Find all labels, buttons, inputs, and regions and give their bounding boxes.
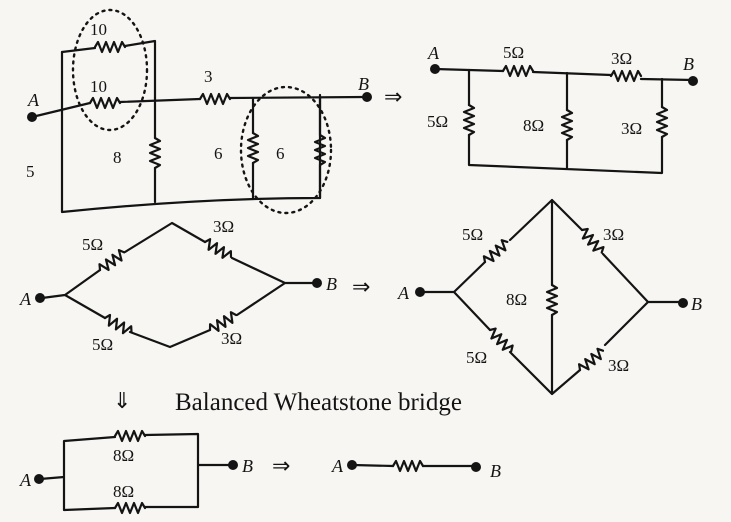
label-r10-top: 10: [90, 20, 107, 39]
node-b-label: B: [683, 54, 694, 74]
label-r8-top: 8Ω: [113, 446, 134, 465]
node-b-dot: [471, 462, 481, 472]
label-upper-right: 3Ω: [213, 217, 234, 236]
label-lower-right: 3Ω: [221, 329, 242, 348]
label-lower-left: 5Ω: [92, 335, 113, 354]
wire: [38, 432, 232, 512]
implies-arrow: ⇒: [272, 454, 290, 479]
resistor-6-left: [246, 131, 260, 165]
resistor-8-bottom: [113, 501, 147, 515]
label-r8: 8: [113, 148, 122, 167]
wire: [228, 95, 367, 100]
node-a-label: A: [19, 289, 32, 309]
node-a-label: A: [427, 43, 440, 63]
resistor-5-left: [462, 103, 476, 137]
step3-diamond-circuit: A B 5Ω 3Ω 5Ω 3Ω: [19, 217, 337, 354]
node-a-label: A: [19, 470, 32, 490]
node-a-label: A: [27, 90, 40, 110]
node-b-dot: [678, 298, 688, 308]
step5-parallel-circuit: A B 8Ω 8Ω: [19, 429, 253, 515]
label-r8-bottom: 8Ω: [113, 482, 134, 501]
resistor-3-right: [655, 105, 669, 139]
label-middle: 8Ω: [506, 290, 527, 309]
label-r3: 3: [204, 67, 213, 86]
label-r5: 5: [26, 162, 35, 181]
step1-original-circuit: A B 10 10 3 8 6 6 5: [26, 8, 372, 215]
node-b-dot: [228, 460, 238, 470]
wire: [531, 70, 613, 77]
node-b-label: B: [242, 456, 253, 476]
node-a-dot: [34, 474, 44, 484]
node-a-dot: [430, 64, 440, 74]
node-a-dot: [35, 293, 45, 303]
node-a-label: A: [331, 456, 344, 476]
resistor-3-upper: [201, 236, 235, 263]
node-b-label: B: [326, 274, 337, 294]
resistor-3-lower: [575, 345, 608, 375]
resistor-3-top: [609, 69, 643, 83]
label-r3-top: 3Ω: [611, 49, 632, 68]
resistor-5-lower: [485, 325, 516, 356]
label-r5-top: 5Ω: [503, 43, 524, 62]
node-b-dot: [362, 92, 372, 102]
node-a-dot: [27, 112, 37, 122]
node-a-label: A: [397, 283, 410, 303]
node-b-label: B: [358, 74, 369, 94]
step2-redrawn-circuit: A B 5Ω 3Ω 5Ω 8Ω 3Ω: [427, 43, 698, 175]
label-upper-left: 5Ω: [462, 225, 483, 244]
highlight-parallel-10: [71, 8, 149, 132]
resistor-5-upper: [480, 237, 512, 267]
node-a-dot: [347, 460, 357, 470]
label-r3-right: 3Ω: [621, 119, 642, 138]
resistor-equivalent: [391, 459, 425, 473]
label-r10-mid: 10: [90, 77, 107, 96]
wire: [418, 198, 682, 396]
down-arrow: ⇓: [113, 389, 131, 414]
label-r5-left: 5Ω: [427, 112, 448, 131]
label-r6-right: 6: [276, 144, 285, 163]
resistor-10-top: [93, 40, 127, 54]
wire: [118, 97, 202, 104]
implies-arrow: ⇒: [352, 275, 370, 300]
wire: [639, 77, 695, 82]
node-b-dot: [688, 76, 698, 86]
step6-equivalent-circuit: A B: [331, 456, 501, 481]
wire: [123, 39, 157, 100]
resistor-5-top: [501, 64, 535, 78]
resistor-5-lower: [101, 312, 135, 338]
wire: [60, 50, 322, 214]
node-b-label: B: [490, 461, 501, 481]
label-upper-right: 3Ω: [603, 225, 624, 244]
highlight-parallel-6: [239, 85, 333, 215]
node-b-dot: [312, 278, 322, 288]
label-r6-left: 6: [214, 144, 223, 163]
resistor-8-top: [113, 429, 147, 443]
label-r8-mid: 8Ω: [523, 116, 544, 135]
wire: [40, 221, 315, 349]
resistor-10-mid: [88, 96, 122, 110]
caption-balanced-wheatstone: Balanced Wheatstone bridge: [175, 389, 462, 416]
label-lower-right: 3Ω: [608, 356, 629, 375]
label-lower-left: 5Ω: [466, 348, 487, 367]
resistor-8-mid: [560, 108, 574, 142]
resistor-8-bridge: [545, 283, 559, 317]
resistor-3: [198, 92, 232, 106]
wire: [467, 68, 664, 175]
implies-arrow: ⇒: [384, 85, 402, 110]
resistor-8: [148, 136, 162, 170]
label-upper-left: 5Ω: [82, 235, 103, 254]
node-b-label: B: [691, 294, 702, 314]
wire: [60, 46, 97, 54]
resistor-3-upper: [577, 225, 607, 258]
wire: [351, 463, 475, 468]
node-a-dot: [415, 287, 425, 297]
step4-wheatstone-bridge: A B 5Ω 3Ω 8Ω 5Ω 3Ω: [397, 198, 702, 396]
